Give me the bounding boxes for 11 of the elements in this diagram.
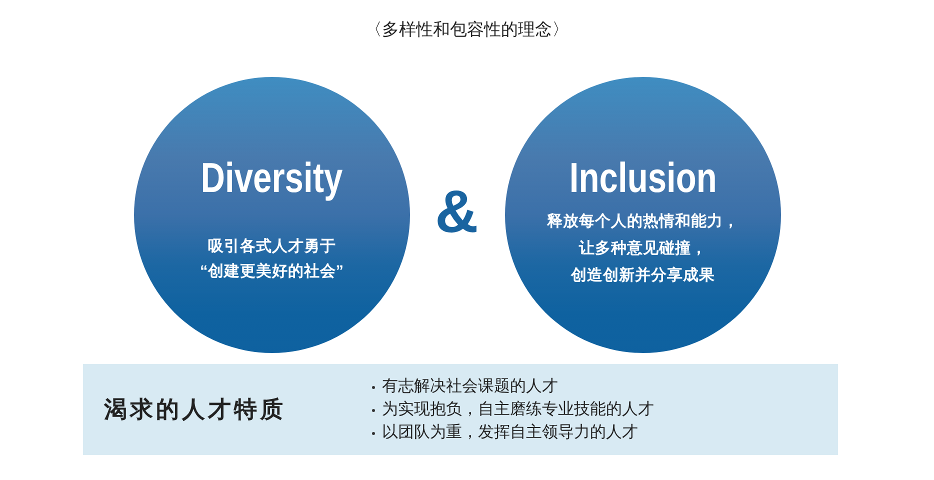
list-item: 以团队为重，发挥自主领导力的人才 bbox=[382, 423, 638, 443]
info-band bbox=[83, 364, 838, 455]
title: 〈多样性和包容性的理念〉 bbox=[364, 19, 570, 41]
circle-heading: Inclusion bbox=[569, 156, 717, 200]
circle-text: 吸引各式人才勇于“创建更美好的社会” bbox=[200, 237, 344, 282]
list-item: 为实现抱负，自主磨练专业技能的人才 bbox=[382, 400, 654, 420]
list-item: 有志解决社会课题的人才 bbox=[382, 377, 558, 397]
circle-text: 释放每个人的热情和能力，让多种意见碰撞，创造创新并分享成果 bbox=[547, 212, 739, 286]
band-heading: 渴求的人才特质 bbox=[104, 395, 286, 423]
ampersand: & bbox=[435, 182, 478, 242]
circle-heading: Diversity bbox=[201, 156, 343, 200]
